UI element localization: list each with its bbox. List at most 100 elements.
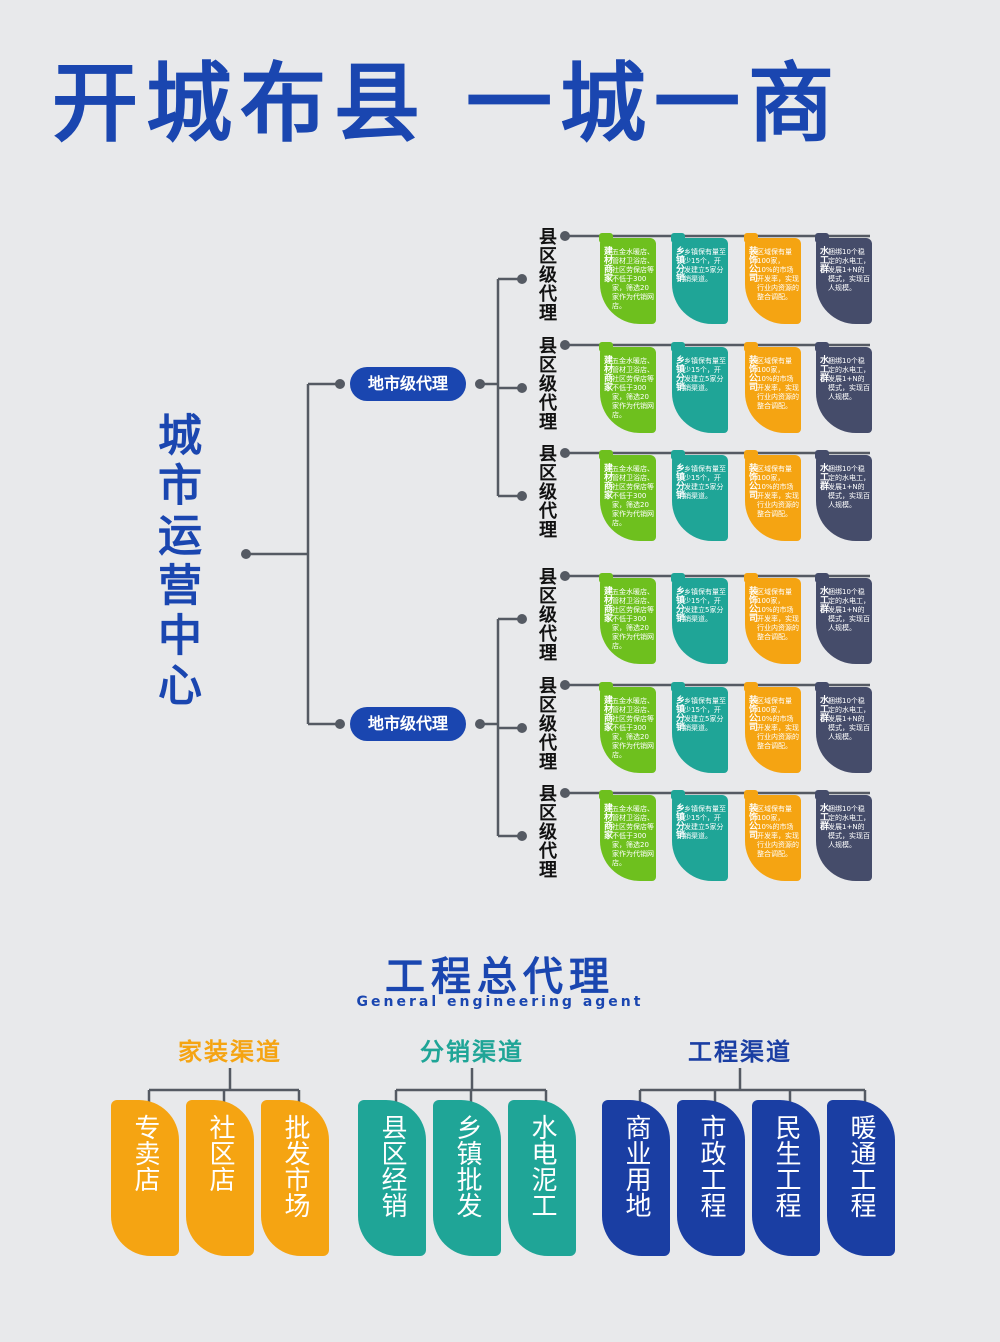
channel-card: 水工群捆绑10个稳定的水电工，发展1+N的模式，实现百人规模。	[815, 573, 872, 664]
channel-item: 专卖店	[111, 1100, 179, 1256]
county-agent-label: 县区级代理	[536, 676, 557, 771]
card-description: 乡镇保有量至少15个，开发建立5家分销渠道。	[684, 588, 726, 623]
channel-card: 装饰公司区域保有量100家，10%的市场开发率，实现行业内资源的整合调配。	[744, 790, 801, 881]
connector-dot	[560, 448, 570, 458]
channel-item: 乡镇批发	[433, 1100, 501, 1256]
connector-dot	[241, 549, 251, 559]
card-description: 捆绑10个稳定的水电工，发展1+N的模式，实现百人规模。	[828, 465, 870, 509]
channel-card: 建材商家五金水暖店、管材卫浴店、社区劳保店等不低于300家，筛选20家作为代销网…	[599, 682, 656, 773]
card-label: 乡镇分销	[674, 246, 684, 282]
card-label: 建材商家	[602, 246, 612, 282]
card-tab	[744, 790, 758, 800]
card-label: 水工群	[818, 586, 828, 613]
card-tab	[744, 233, 758, 243]
channel-item-label: 市政工程	[696, 1114, 726, 1218]
city-agent-node: 地市级代理	[350, 707, 466, 741]
card-description: 区域保有量100家，10%的市场开发率，实现行业内资源的整合调配。	[757, 805, 799, 858]
card-label: 装饰公司	[747, 695, 757, 731]
card-description: 五金水暖店、管材卫浴店、社区劳保店等不低于300家，筛选20家作为代销网店。	[612, 805, 654, 867]
card-description: 五金水暖店、管材卫浴店、社区劳保店等不低于300家，筛选20家作为代销网店。	[612, 465, 654, 527]
card-tab	[671, 573, 685, 583]
channel-card: 水工群捆绑10个稳定的水电工，发展1+N的模式，实现百人规模。	[815, 682, 872, 773]
channel-item: 市政工程	[677, 1100, 745, 1256]
card-tab	[599, 342, 613, 352]
card-label: 水工群	[818, 695, 828, 722]
card-description: 区域保有量100家，10%的市场开发率，实现行业内资源的整合调配。	[757, 465, 799, 518]
connector-dot	[517, 274, 527, 284]
channel-card: 建材商家五金水暖店、管材卫浴店、社区劳保店等不低于300家，筛选20家作为代销网…	[599, 342, 656, 433]
channel-item: 商业用地	[602, 1100, 670, 1256]
channel-item: 水电泥工	[508, 1100, 576, 1256]
card-description: 区域保有量100家，10%的市场开发率，实现行业内资源的整合调配。	[757, 357, 799, 410]
connector-dot	[475, 719, 485, 729]
card-label: 乡镇分销	[674, 463, 684, 499]
card-tab	[815, 233, 829, 243]
connector-dot	[560, 571, 570, 581]
channel-item: 民生工程	[752, 1100, 820, 1256]
root-node: 城市运营中心	[150, 412, 201, 712]
connector-dot	[517, 831, 527, 841]
channel-card: 建材商家五金水暖店、管材卫浴店、社区劳保店等不低于300家，筛选20家作为代销网…	[599, 450, 656, 541]
card-label: 装饰公司	[747, 355, 757, 391]
card-tab	[815, 342, 829, 352]
connector-dot	[335, 719, 345, 729]
channel-item: 批发市场	[261, 1100, 329, 1256]
channel-item-label: 社区店	[205, 1114, 235, 1192]
card-description: 五金水暖店、管材卫浴店、社区劳保店等不低于300家，筛选20家作为代销网店。	[612, 588, 654, 650]
channel-item: 县区经销	[358, 1100, 426, 1256]
card-label: 装饰公司	[747, 463, 757, 499]
card-label: 水工群	[818, 803, 828, 830]
channel-card: 建材商家五金水暖店、管材卫浴店、社区劳保店等不低于300家，筛选20家作为代销网…	[599, 233, 656, 324]
county-agent-label: 县区级代理	[536, 444, 557, 539]
county-agent-label: 县区级代理	[536, 567, 557, 662]
card-tab	[815, 573, 829, 583]
card-tab	[815, 450, 829, 460]
channel-card: 装饰公司区域保有量100家，10%的市场开发率，实现行业内资源的整合调配。	[744, 342, 801, 433]
channel-card: 水工群捆绑10个稳定的水电工，发展1+N的模式，实现百人规模。	[815, 342, 872, 433]
card-label: 建材商家	[602, 355, 612, 391]
channel-card: 建材商家五金水暖店、管材卫浴店、社区劳保店等不低于300家，筛选20家作为代销网…	[599, 790, 656, 881]
card-tab	[671, 682, 685, 692]
card-tab	[815, 790, 829, 800]
card-tab	[671, 450, 685, 460]
connector-dot	[517, 723, 527, 733]
card-label: 装饰公司	[747, 586, 757, 622]
card-tab	[599, 233, 613, 243]
card-description: 乡镇保有量至少15个，开发建立5家分销渠道。	[684, 248, 726, 283]
card-tab	[671, 790, 685, 800]
card-tab	[815, 682, 829, 692]
connector-dot	[335, 379, 345, 389]
channel-item-label: 暖通工程	[846, 1114, 876, 1218]
card-label: 建材商家	[602, 803, 612, 839]
card-tab	[599, 450, 613, 460]
card-tab	[599, 573, 613, 583]
channel-card: 装饰公司区域保有量100家，10%的市场开发率，实现行业内资源的整合调配。	[744, 573, 801, 664]
card-label: 乡镇分销	[674, 695, 684, 731]
card-description: 乡镇保有量至少15个，开发建立5家分销渠道。	[684, 465, 726, 500]
card-tab	[671, 233, 685, 243]
channel-card: 乡镇分销乡镇保有量至少15个，开发建立5家分销渠道。	[671, 450, 728, 541]
channel-item-label: 水电泥工	[527, 1114, 557, 1218]
card-description: 捆绑10个稳定的水电工，发展1+N的模式，实现百人规模。	[828, 697, 870, 741]
connector-dot	[517, 491, 527, 501]
connector-dot	[517, 614, 527, 624]
county-agent-label: 县区级代理	[536, 784, 557, 879]
channel-card: 水工群捆绑10个稳定的水电工，发展1+N的模式，实现百人规模。	[815, 790, 872, 881]
card-label: 装饰公司	[747, 803, 757, 839]
card-description: 区域保有量100家，10%的市场开发率，实现行业内资源的整合调配。	[757, 588, 799, 641]
channel-item-label: 民生工程	[771, 1114, 801, 1218]
county-agent-label: 县区级代理	[536, 227, 557, 322]
card-label: 水工群	[818, 355, 828, 382]
channel-item: 暖通工程	[827, 1100, 895, 1256]
main-title: 开城布县 一城一商	[52, 54, 842, 154]
channel-card: 乡镇分销乡镇保有量至少15个，开发建立5家分销渠道。	[671, 790, 728, 881]
card-label: 建材商家	[602, 463, 612, 499]
channel-card: 水工群捆绑10个稳定的水电工，发展1+N的模式，实现百人规模。	[815, 233, 872, 324]
card-tab	[599, 682, 613, 692]
card-description: 区域保有量100家，10%的市场开发率，实现行业内资源的整合调配。	[757, 697, 799, 750]
card-description: 乡镇保有量至少15个，开发建立5家分销渠道。	[684, 805, 726, 840]
card-tab	[744, 573, 758, 583]
card-description: 捆绑10个稳定的水电工，发展1+N的模式，实现百人规模。	[828, 805, 870, 849]
card-description: 乡镇保有量至少15个，开发建立5家分销渠道。	[684, 357, 726, 392]
connector-dot	[475, 379, 485, 389]
